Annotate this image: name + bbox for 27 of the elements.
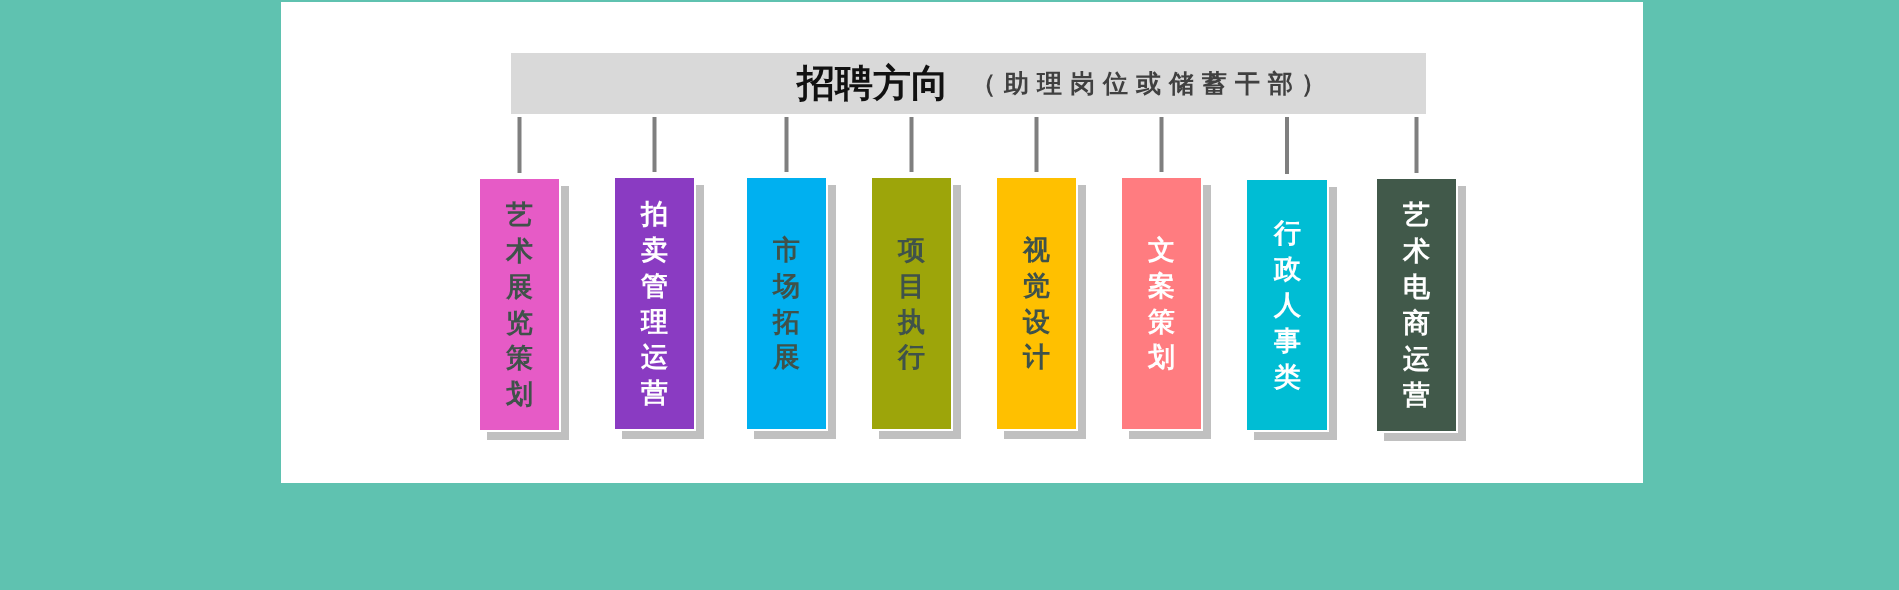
job-label: 行政人事类 (1273, 216, 1301, 394)
job-label: 视觉设计 (1023, 232, 1050, 375)
header-title: 招聘方向 (797, 62, 949, 105)
job-card (747, 178, 836, 439)
header-bar (511, 53, 1426, 114)
connector-line (909, 117, 914, 172)
job-card (1247, 180, 1337, 440)
job-card (615, 178, 704, 439)
connector-line (652, 117, 657, 172)
connector-line (1285, 117, 1289, 174)
job-label: 市场拓展 (773, 232, 800, 375)
job-label: 项目执行 (898, 232, 925, 375)
job-card (1377, 179, 1466, 441)
connector-line (784, 117, 789, 172)
job-label: 文案策划 (1148, 232, 1175, 375)
connector-line (517, 117, 522, 173)
connector-line (1034, 117, 1039, 172)
connector-line (1159, 117, 1164, 172)
connector-line (1414, 117, 1419, 173)
job-card (480, 179, 569, 440)
job-label: 拍卖管理运营 (641, 196, 668, 411)
header-subtitle: （助理岗位或储蓄干部） (971, 69, 1334, 98)
job-card (872, 178, 961, 439)
job-label: 艺术展览策划 (506, 197, 533, 412)
job-card (1122, 178, 1211, 439)
job-card (997, 178, 1086, 439)
job-label: 艺术电商运营 (1403, 198, 1430, 412)
